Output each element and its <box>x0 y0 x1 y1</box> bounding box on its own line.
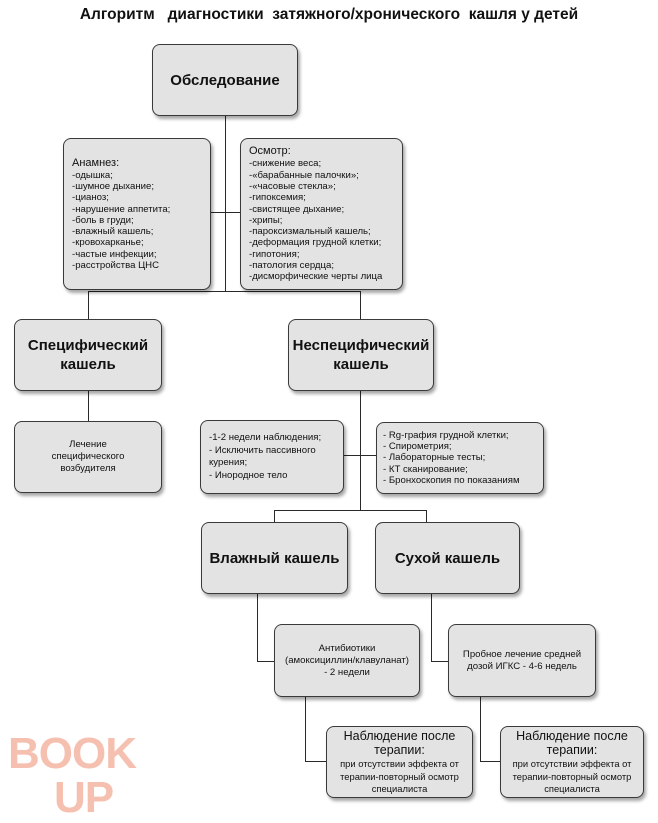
trial-line: дозой ИГКС - 4-6 недель <box>467 660 577 672</box>
inspection-item: -свистящее дыхание; <box>249 203 345 215</box>
followup-title-line: терапии: <box>374 743 425 758</box>
antibiotics-line: (амоксициллин/клавуланат) <box>285 654 409 666</box>
antibiotics-line: Антибиотики <box>318 642 376 654</box>
observation-line: - Исключить пассивного <box>209 444 316 456</box>
connector <box>431 594 433 662</box>
inspection-item: -деформация грудной клетки; <box>249 237 382 249</box>
dry-cough-label: Сухой кашель <box>394 549 501 567</box>
inspection-item: -дисморфические черты лица <box>249 271 383 283</box>
antibiotics-line: - 2 недели <box>324 666 370 678</box>
anamnesis-item: -нарушение аппетита; <box>72 203 171 215</box>
exam-label: Обследование <box>170 71 280 89</box>
anamnesis-item: -боль в груди; <box>72 214 134 226</box>
wet-cough-box: Влажный кашель <box>201 522 348 594</box>
connector <box>210 212 240 214</box>
inspection-item: -пароксизмальный кашель; <box>249 226 371 238</box>
followup-body-line: при отсутствии эффекта от <box>512 758 632 770</box>
tests-line: - Бронхоскопия по показаниям <box>383 474 520 486</box>
connector <box>480 697 482 762</box>
anamnesis-box: Анамнез: -одышка; -шумное дыхание; -циан… <box>63 138 211 290</box>
anamnesis-title: Анамнез: <box>72 156 120 169</box>
anamnesis-item: -кровохарканье; <box>72 237 144 249</box>
antibiotics-box: Антибиотики (амоксициллин/клавуланат) - … <box>274 624 420 697</box>
connector <box>274 510 427 512</box>
observation-line: - Инородное тело <box>209 469 288 481</box>
connector <box>305 761 326 763</box>
connector <box>88 291 90 319</box>
followup-body-line: терапии-повторный осмотр <box>512 770 632 782</box>
nonspecific-cough-line2: кашель <box>333 356 389 373</box>
dry-cough-box: Сухой кашель <box>375 522 520 594</box>
treatment-line: возбудителя <box>60 463 116 474</box>
observation-box: -1-2 недели наблюдения; - Исключить пасс… <box>200 420 344 494</box>
inspection-item: -«барабанные палочки»; <box>249 169 359 181</box>
inspection-item: -снижение веса; <box>249 158 322 170</box>
tests-line: - Спирометрия; <box>383 441 452 453</box>
specific-cough-line2: кашель <box>60 356 116 373</box>
connector <box>480 761 501 763</box>
anamnesis-item: -одышка; <box>72 169 113 181</box>
connector <box>431 661 449 663</box>
anamnesis-item: -расстройства ЦНС <box>72 260 160 272</box>
inspection-item: -гипоксемия; <box>249 192 306 204</box>
connector <box>305 697 307 762</box>
connector <box>257 661 275 663</box>
tests-line: - Rg-графия грудной клетки; <box>383 429 509 441</box>
treatment-line: Лечение <box>69 439 107 450</box>
specific-treatment-box: Лечение специфического возбудителя <box>14 421 162 493</box>
tests-line: - Лабораторные тесты; <box>383 452 486 464</box>
trial-treatment-box: Пробное лечение средней дозой ИГКС - 4-6… <box>448 624 596 697</box>
followup-body-line: терапии-повторный осмотр <box>340 770 459 782</box>
connector <box>344 455 376 457</box>
nonspecific-cough-box: Неспецифический кашель <box>288 319 434 391</box>
anamnesis-item: -влажный кашель; <box>72 226 154 238</box>
followup-left-box: Наблюдение после терапии: при отсутствии… <box>326 726 473 798</box>
connector <box>426 510 428 522</box>
tests-box: - Rg-графия грудной клетки; - Спирометри… <box>376 422 544 494</box>
connector <box>88 391 90 421</box>
inspection-item: -гипотония; <box>249 248 300 260</box>
inspection-item: -«часовые стекла»; <box>249 180 336 192</box>
connector <box>225 116 227 291</box>
specific-cough-box: Специфический кашель <box>14 319 162 391</box>
nonspecific-cough-line1: Неспецифический <box>292 337 430 354</box>
treatment-line: специфического <box>51 451 125 462</box>
exam-box: Обследование <box>152 44 298 116</box>
followup-body-line: при отсутствии эффекта от <box>340 758 459 770</box>
watermark-line1: BOOK <box>8 729 137 778</box>
inspection-item: -патология сердца; <box>249 260 335 272</box>
connector <box>257 594 259 662</box>
followup-title-line: Наблюдение после <box>343 729 456 744</box>
observation-line: -1-2 недели наблюдения; <box>209 432 322 443</box>
watermark-line2: UP <box>54 773 113 818</box>
connector <box>360 291 362 319</box>
anamnesis-item: -частые инфекции; <box>72 248 157 260</box>
followup-body-line: специалиста <box>371 783 428 795</box>
anamnesis-item: -цианоз; <box>72 192 109 204</box>
followup-title-line: Наблюдение после <box>516 729 628 744</box>
inspection-box: Осмотр: -снижение веса; -«барабанные пал… <box>240 138 403 290</box>
connector <box>88 291 361 293</box>
trial-line: Пробное лечение средней <box>462 648 582 660</box>
anamnesis-item: -шумное дыхание; <box>72 180 154 192</box>
observation-line: курения; <box>209 457 248 468</box>
bookup-watermark-logo: BOOK UP <box>8 729 138 818</box>
connector <box>360 391 362 510</box>
connector <box>274 510 276 522</box>
followup-title-line: терапии: <box>546 743 598 758</box>
diagram-title: Алгоритм диагностики затяжного/хроническ… <box>79 6 579 23</box>
wet-cough-label: Влажный кашель <box>209 549 340 567</box>
followup-body-line: специалиста <box>544 783 600 795</box>
tests-line: - КТ сканирование; <box>383 463 468 475</box>
inspection-title: Осмотр: <box>249 145 291 158</box>
inspection-item: -хрипы; <box>249 214 283 226</box>
followup-right-box: Наблюдение после терапии: при отсутствии… <box>500 726 644 798</box>
specific-cough-line1: Специфический <box>27 337 149 354</box>
